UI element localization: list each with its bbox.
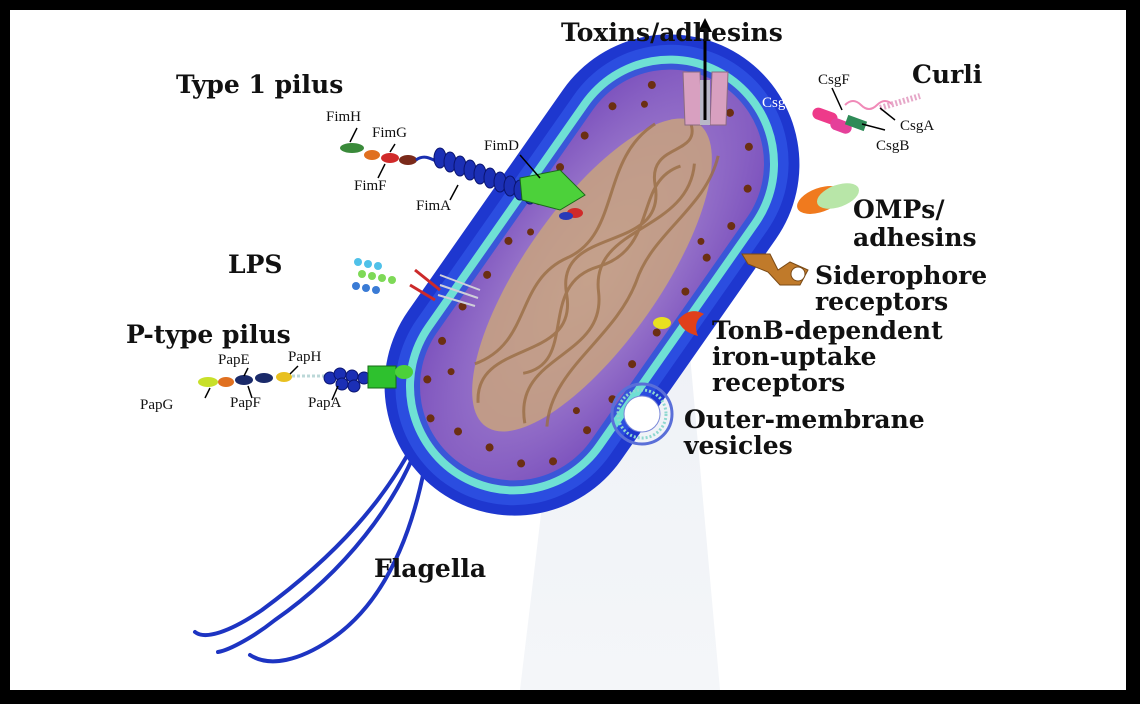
- label-siderophore: Siderophore: [815, 263, 987, 289]
- label-vesicles: vesicles: [684, 433, 793, 459]
- label-curli: Curli: [912, 62, 982, 88]
- label-omps: OMPs/: [853, 197, 944, 223]
- label-fimd: FimD: [484, 138, 519, 155]
- flagella: [195, 420, 432, 661]
- label-pape: PapE: [218, 352, 250, 369]
- label-csga: CsgA: [900, 118, 934, 135]
- label-lps: LPS: [228, 252, 282, 278]
- label-siderophore-receptors: receptors: [815, 289, 948, 315]
- label-papf: PapF: [230, 395, 261, 412]
- label-iron-uptake: iron-uptake: [712, 344, 877, 370]
- label-type1-pilus: Type 1 pilus: [176, 72, 343, 98]
- label-csgf: CsgF: [818, 72, 850, 89]
- label-fima: FimA: [416, 198, 451, 215]
- label-flagella: Flagella: [374, 556, 486, 582]
- label-papg: PapG: [140, 397, 173, 414]
- label-fimh: FimH: [326, 109, 361, 126]
- label-toxins-adhesins: Toxins/adhesins: [561, 20, 783, 46]
- label-csgb: CsgB: [876, 138, 909, 155]
- label-csgg: CsgG: [762, 95, 796, 112]
- bacterium-body: [334, 0, 851, 567]
- label-outer-membrane: Outer-membrane: [684, 407, 925, 433]
- label-fimg: FimG: [372, 125, 407, 142]
- label-paph: PapH: [288, 349, 321, 366]
- label-tonb-receptors: receptors: [712, 370, 845, 396]
- label-p-type-pilus: P-type pilus: [126, 322, 291, 348]
- label-fimf: FimF: [354, 178, 387, 195]
- label-omps-adhesins: adhesins: [853, 225, 977, 251]
- label-papa: PapA: [308, 395, 341, 412]
- label-tonb-dependent: TonB-dependent: [712, 318, 943, 344]
